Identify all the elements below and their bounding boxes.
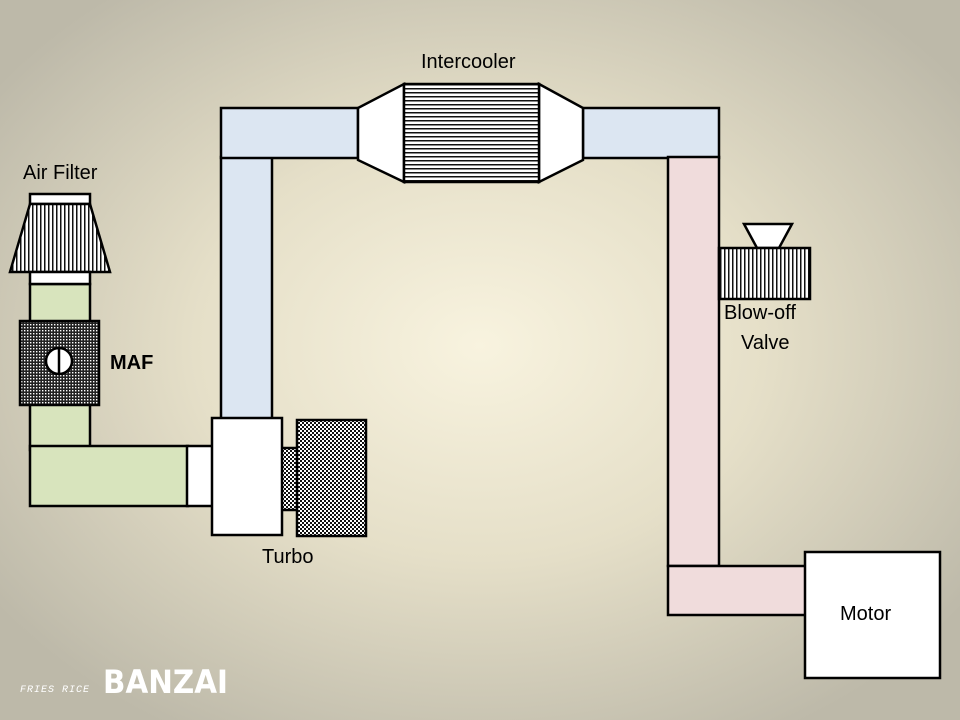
air-filter-cap bbox=[28, 192, 92, 206]
intake-coupler bbox=[185, 444, 215, 508]
blow-off-valve-body bbox=[717, 246, 812, 301]
logo-big-text: BANZAI bbox=[103, 663, 228, 701]
charge-pipe-top-right bbox=[581, 106, 721, 160]
motor-label: Motor bbox=[840, 603, 892, 625]
intercooler-core bbox=[402, 82, 541, 184]
intercooler-inlet-tank bbox=[356, 81, 406, 184]
intercooler-outlet-tank bbox=[537, 81, 585, 185]
air-filter-base bbox=[28, 270, 92, 286]
motor-block bbox=[803, 550, 942, 680]
intake-pipe-horizontal bbox=[28, 444, 190, 508]
blow-off-valve-label-line2: Valve bbox=[741, 332, 790, 354]
air-filter-label: Air Filter bbox=[23, 162, 98, 184]
turbo-label: Turbo bbox=[262, 546, 314, 568]
turbo-shaft bbox=[279, 446, 300, 512]
maf-label: MAF bbox=[110, 352, 154, 374]
outlet-pipe-horizontal bbox=[666, 564, 808, 617]
charge-pipe-top-left bbox=[219, 106, 360, 160]
turbo-compressor bbox=[210, 416, 284, 537]
intercooler-label: Intercooler bbox=[421, 51, 516, 73]
logo-small-text: FRIES RICE bbox=[20, 685, 91, 696]
blow-off-valve-label-line1: Blow-off bbox=[724, 302, 796, 324]
blow-off-valve-top bbox=[741, 222, 795, 250]
turbo-turbine bbox=[295, 418, 368, 538]
air-filter-element bbox=[8, 202, 112, 274]
charge-pipe-vertical bbox=[219, 155, 274, 421]
outlet-pipe-vertical bbox=[666, 155, 721, 568]
